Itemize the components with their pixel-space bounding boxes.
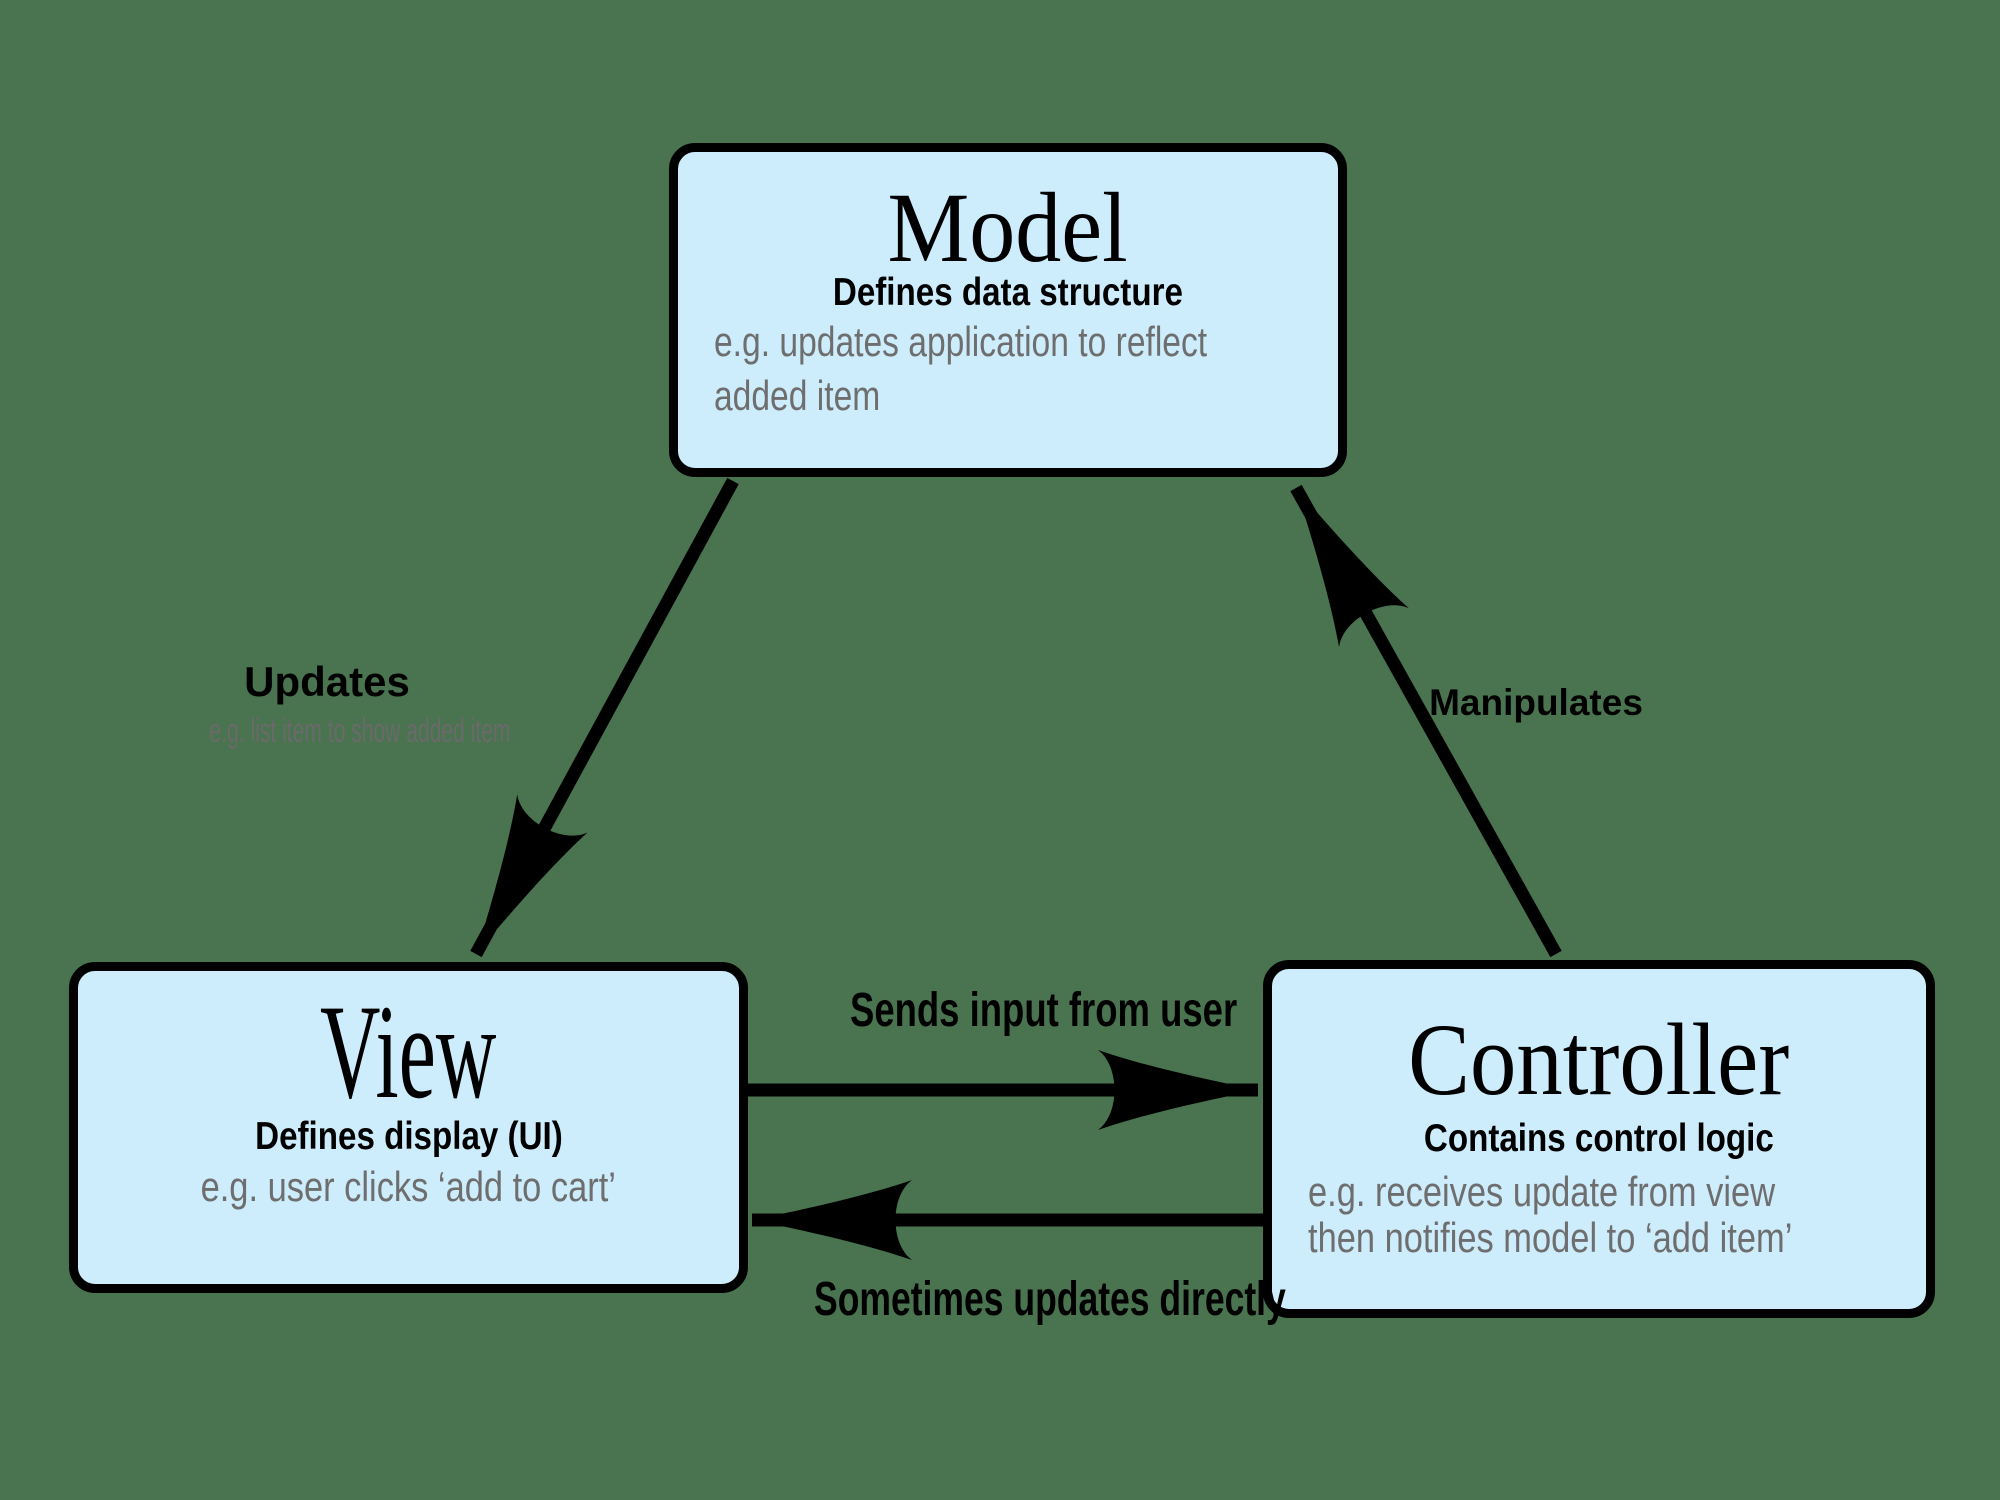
model-example: e.g. updates application to reflect adde… [714,315,1207,423]
view-example: e.g. user clicks ‘add to cart’ [200,1162,617,1210]
controller-title: Controller [1408,1003,1790,1117]
view-subtitle: Defines display (UI) [254,1115,563,1158]
model-node: Model Defines data structure e.g. update… [669,143,1347,477]
model-example-line1: e.g. updates application to reflect [714,317,1208,365]
manipulates-label: Manipulates [1429,682,1643,723]
model-example-line2: added item [714,371,881,419]
view-title: View [320,978,497,1127]
arrow-controller-to-model [1290,484,1562,958]
model-subtitle: Defines data structure [832,271,1184,314]
sends-input-label: Sends input from user [850,984,1238,1037]
controller-example: e.g. receives update from view then noti… [1308,1167,1793,1261]
controller-node: Controller Contains control logic e.g. r… [1263,960,1935,1318]
controller-example-line2: then notifies model to ‘add item’ [1308,1213,1793,1261]
updates-sublabel: e.g. list item to show added item [209,712,511,750]
updates-label: Updates [244,658,410,705]
model-title: Model [887,172,1129,283]
arrow-model-to-view [470,477,739,958]
controller-subtitle: Contains control logic [1424,1117,1774,1160]
view-node: View Defines display (UI) e.g. user clic… [69,962,748,1293]
controller-example-line1: e.g. receives update from view [1308,1167,1776,1215]
sometimes-updates-label: Sometimes updates directly [814,1273,1286,1326]
